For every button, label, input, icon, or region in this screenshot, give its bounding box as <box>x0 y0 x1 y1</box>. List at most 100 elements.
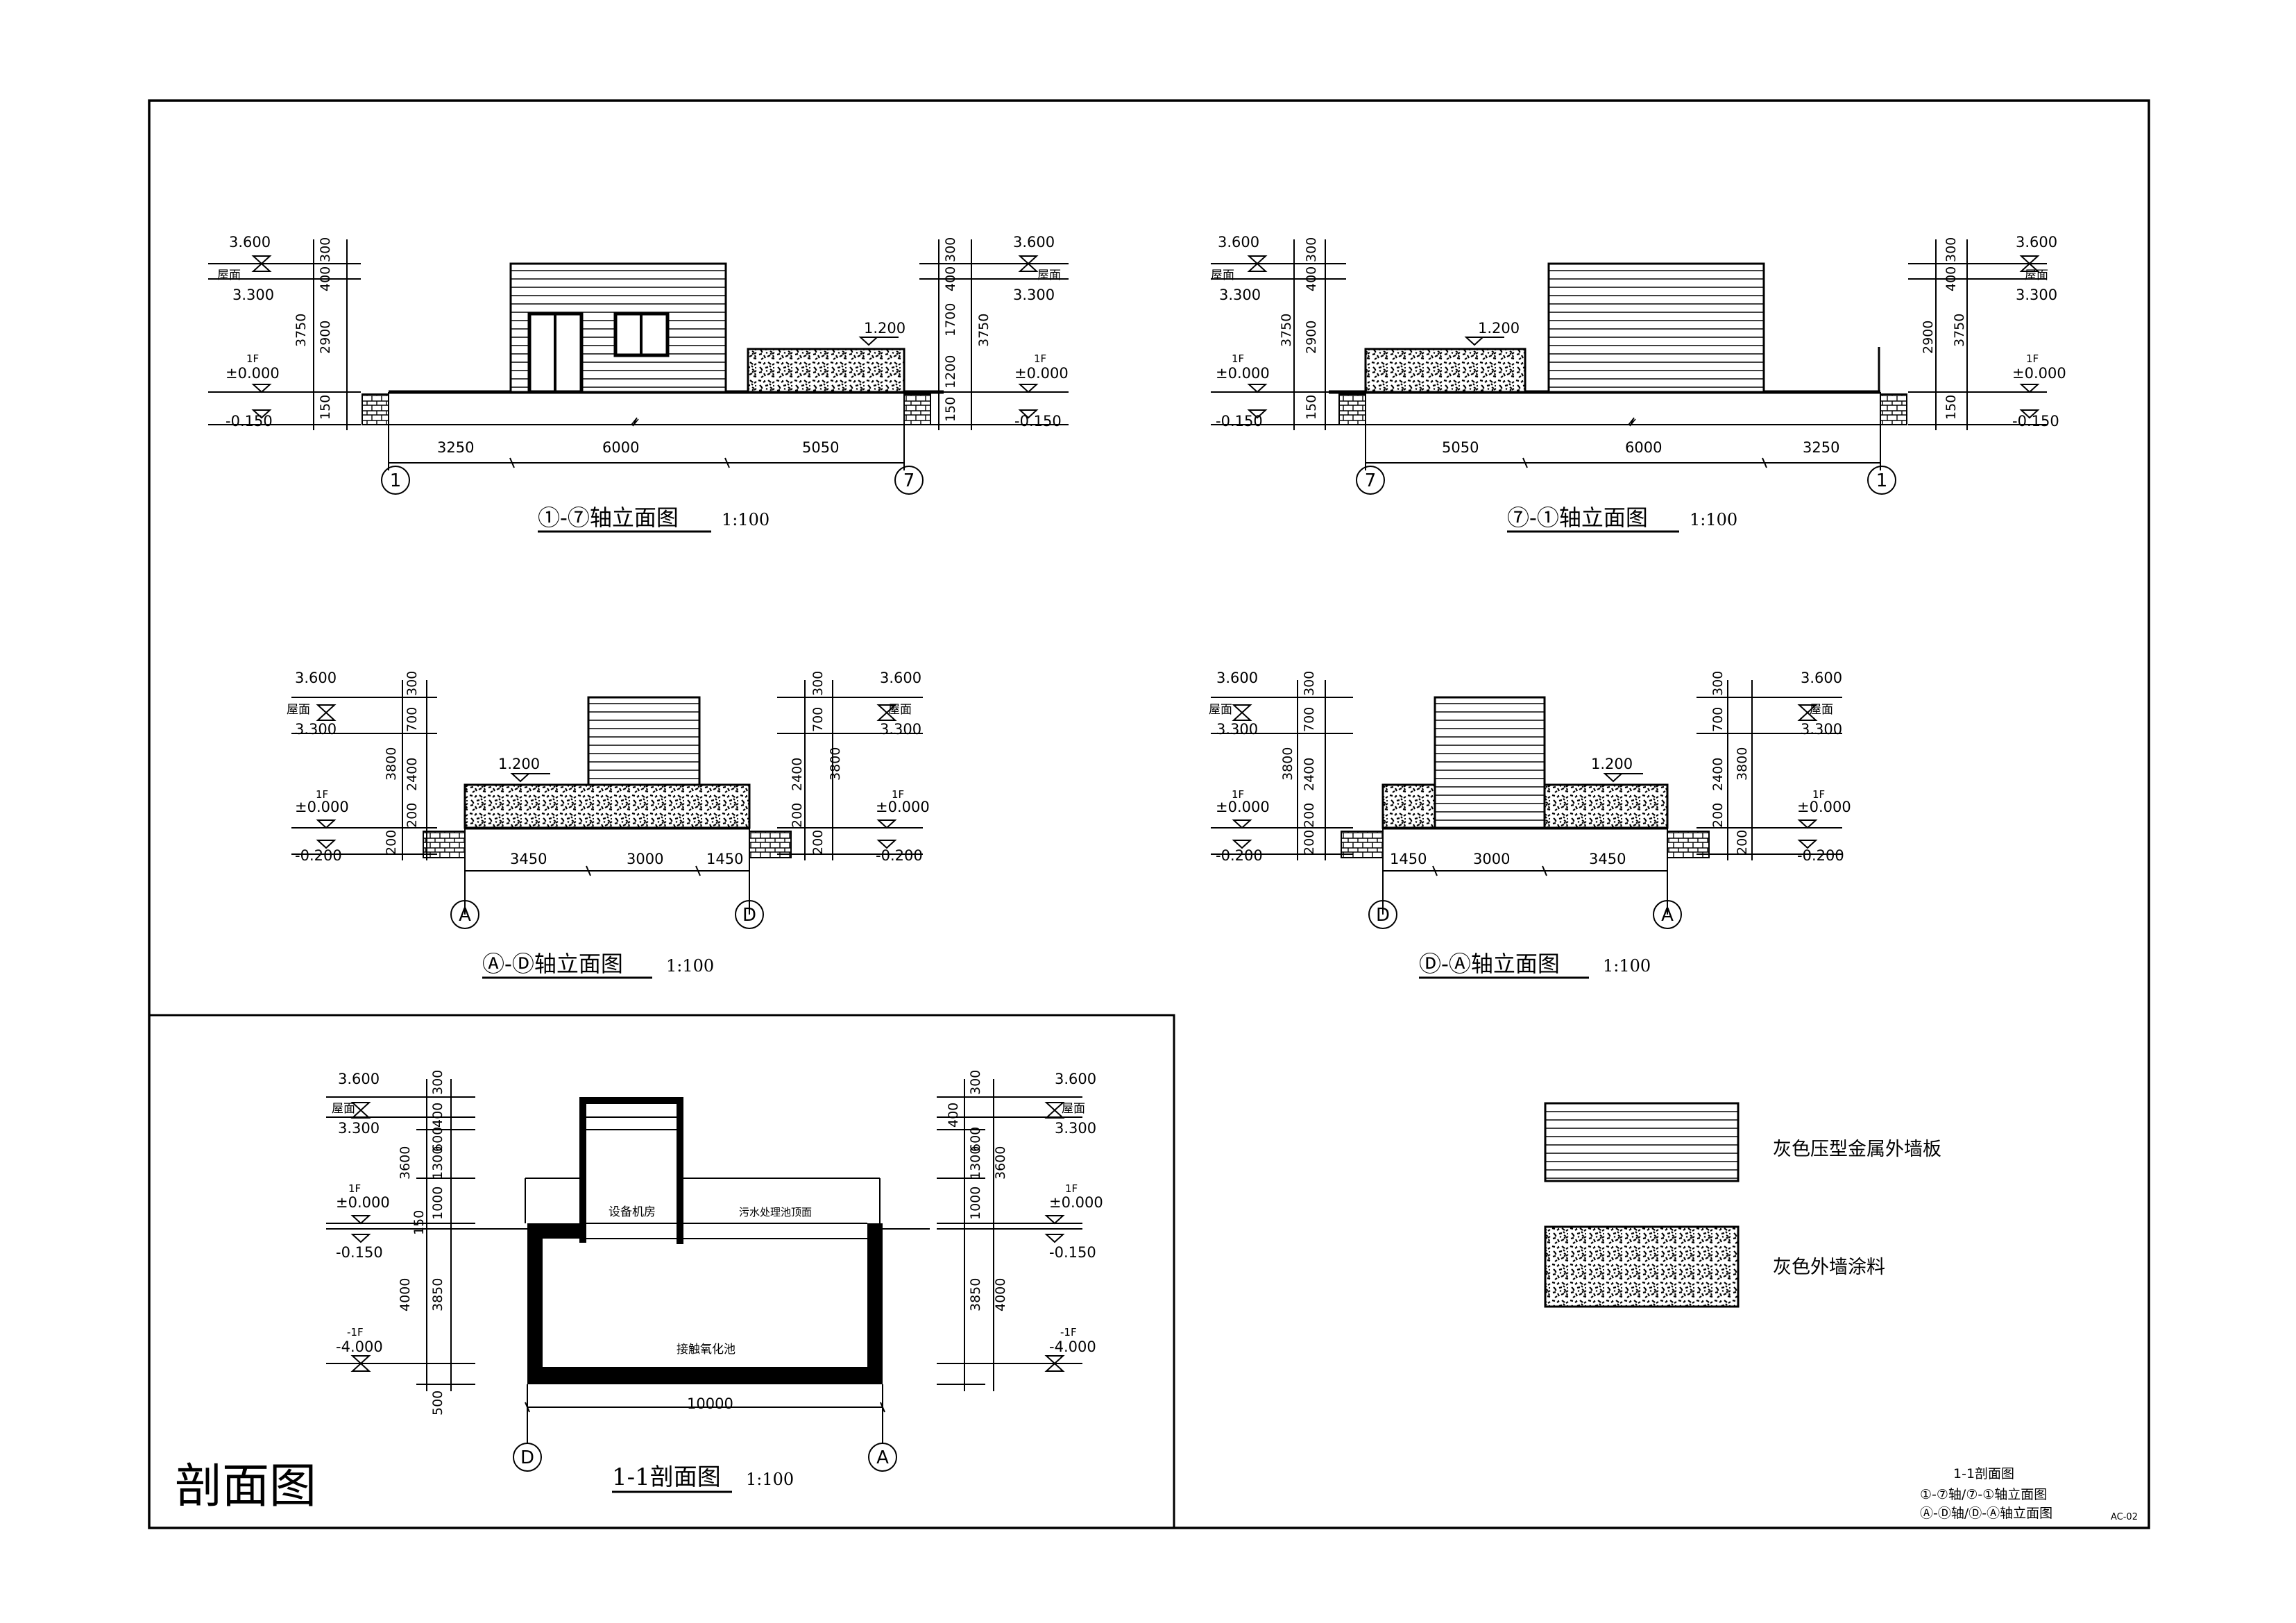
svg-text:150: 150 <box>1944 395 1959 420</box>
svg-text:3750: 3750 <box>1952 314 1967 347</box>
svg-text:1:100: 1:100 <box>1690 510 1737 529</box>
svg-text:Ⓐ-Ⓓ轴立面图: Ⓐ-Ⓓ轴立面图 <box>482 951 623 977</box>
svg-text:1:100: 1:100 <box>746 1470 794 1489</box>
dim: 2900 <box>318 321 333 354</box>
dim: 3750 <box>294 314 309 347</box>
svg-text:1:100: 1:100 <box>666 956 714 976</box>
level-roof: 3.300 <box>232 287 274 303</box>
svg-text:400: 400 <box>1304 266 1319 291</box>
elevation-A-D-text: 3.600 屋面 3.300 1F ±0.000 -0.200 300 700 … <box>287 670 930 979</box>
svg-text:3800: 3800 <box>1735 747 1750 781</box>
svg-text:2400: 2400 <box>1302 758 1317 791</box>
level-low-roof: 1.200 <box>864 320 905 337</box>
svg-text:3800: 3800 <box>384 747 399 781</box>
dim: 300 <box>318 237 333 262</box>
svg-text:150: 150 <box>1304 395 1319 420</box>
svg-text:屋面: 屋面 <box>2025 269 2048 282</box>
elevation-D-A <box>1211 680 1842 929</box>
svg-text:A: A <box>459 905 471 926</box>
svg-text:200: 200 <box>1302 803 1317 828</box>
svg-text:200: 200 <box>1710 803 1726 828</box>
svg-text:-0.200: -0.200 <box>876 847 923 864</box>
svg-text:1F: 1F <box>348 1182 361 1195</box>
svg-text:300: 300 <box>1710 671 1726 696</box>
svg-text:400: 400 <box>430 1103 445 1128</box>
legend: 灰色压型金属外墙板 灰色外墙涂料 <box>1544 1102 1941 1308</box>
svg-text:1300: 1300 <box>968 1146 983 1180</box>
svg-text:1450: 1450 <box>1390 851 1427 867</box>
dim: 300 <box>943 237 958 262</box>
svg-text:300: 300 <box>1944 237 1959 262</box>
svg-text:5050: 5050 <box>1442 439 1479 456</box>
svg-text:1000: 1000 <box>968 1187 983 1220</box>
svg-text:A: A <box>1661 905 1674 926</box>
index-line-1: ①-⑦轴/⑦-①轴立面图 <box>1920 1487 2047 1502</box>
dim: 1200 <box>943 355 958 389</box>
index-line-2: Ⓐ-Ⓓ轴/Ⓓ-Ⓐ轴立面图 <box>1920 1506 2052 1521</box>
label-roof: 屋面 <box>217 269 241 282</box>
index-title: 1-1剖面图 <box>1953 1466 2014 1481</box>
section-panel-border <box>149 1014 1175 1528</box>
svg-text:屋面: 屋面 <box>332 1102 355 1116</box>
svg-text:3.600: 3.600 <box>2016 234 2057 250</box>
svg-text:1:100: 1:100 <box>1603 956 1651 976</box>
svg-text:±0.000: ±0.000 <box>1797 799 1851 815</box>
svg-text:400: 400 <box>1944 266 1959 291</box>
svg-text:1F: 1F <box>1034 352 1046 365</box>
legend-label-metal: 灰色压型金属外墙板 <box>1773 1139 1941 1160</box>
svg-text:300: 300 <box>1304 237 1319 262</box>
svg-text:±0.000: ±0.000 <box>1216 365 1270 382</box>
svg-text:3800: 3800 <box>1280 747 1295 781</box>
span-dim: 5050 <box>802 439 839 456</box>
svg-text:D: D <box>520 1447 534 1468</box>
level-minus150: -0.150 <box>226 413 273 430</box>
svg-text:屋面: 屋面 <box>1037 269 1061 282</box>
room-tank: 接触氧化池 <box>677 1343 735 1357</box>
svg-text:-0.150: -0.150 <box>1049 1244 1096 1261</box>
svg-text:1F: 1F <box>1812 788 1825 801</box>
svg-text:3600: 3600 <box>993 1146 1008 1180</box>
svg-text:700: 700 <box>405 707 420 732</box>
svg-text:4000: 4000 <box>398 1278 413 1311</box>
svg-text:700: 700 <box>1710 707 1726 732</box>
svg-text:-1F: -1F <box>1060 1326 1077 1339</box>
svg-text:2400: 2400 <box>1710 758 1726 791</box>
svg-text:200: 200 <box>810 830 826 855</box>
svg-text:2400: 2400 <box>790 758 805 791</box>
svg-text:屋面: 屋面 <box>1209 703 1232 717</box>
svg-text:屋面: 屋面 <box>287 703 310 717</box>
svg-text:3.300: 3.300 <box>1801 721 1842 738</box>
svg-text:700: 700 <box>1302 707 1317 732</box>
legend-swatch-coating <box>1544 1225 1740 1308</box>
dim: 3750 <box>976 314 992 347</box>
svg-text:1F: 1F <box>1232 352 1244 365</box>
svg-text:1.200: 1.200 <box>1591 756 1633 772</box>
svg-text:4000: 4000 <box>993 1278 1008 1311</box>
svg-text:7: 7 <box>1365 470 1377 491</box>
svg-text:150: 150 <box>411 1210 427 1235</box>
svg-text:2400: 2400 <box>405 758 420 791</box>
svg-text:200: 200 <box>405 803 420 828</box>
svg-text:3.600: 3.600 <box>1801 670 1842 686</box>
svg-text:6000: 6000 <box>1625 439 1662 456</box>
elevation-7-1 <box>1211 239 2047 495</box>
svg-text:3.300: 3.300 <box>1055 1120 1096 1137</box>
dim: 150 <box>318 395 333 420</box>
elevation-7-1-text: 3.600 屋面 3.300 1F ±0.000 -0.150 300 400 … <box>1211 234 2066 533</box>
svg-text:⑦-①轴立面图: ⑦-①轴立面图 <box>1507 504 1648 531</box>
sheet-number: AC-02 <box>2111 1512 2138 1522</box>
dim: 1700 <box>943 303 958 337</box>
svg-text:3.600: 3.600 <box>295 670 337 686</box>
svg-text:±0.000: ±0.000 <box>1049 1194 1103 1211</box>
svg-text:3.300: 3.300 <box>1013 287 1055 303</box>
svg-text:Ⓓ-Ⓐ轴立面图: Ⓓ-Ⓐ轴立面图 <box>1419 951 1560 977</box>
elevation-1-7 <box>208 239 1069 495</box>
svg-text:3.600: 3.600 <box>1216 670 1258 686</box>
svg-text:3450: 3450 <box>1589 851 1626 867</box>
svg-text:200: 200 <box>1735 830 1750 855</box>
sheet-frame <box>148 99 2150 1529</box>
svg-text:3.300: 3.300 <box>295 721 337 738</box>
svg-text:300: 300 <box>405 671 420 696</box>
svg-text:3.300: 3.300 <box>1216 721 1258 738</box>
